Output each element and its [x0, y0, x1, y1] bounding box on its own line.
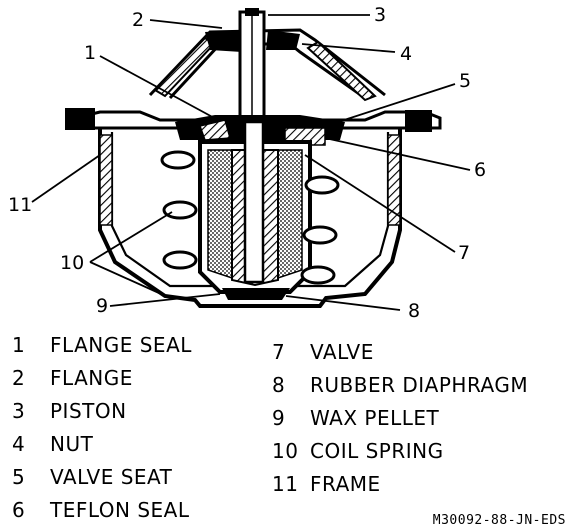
callout-4: 4 — [400, 43, 413, 65]
callout-2: 2 — [132, 9, 145, 31]
flange-piece — [205, 30, 242, 52]
upper-frame-left-arm — [153, 36, 216, 98]
callout-8: 8 — [408, 300, 421, 322]
legend-item-valve: 7 VALVE — [272, 340, 528, 373]
callout-7: 7 — [458, 242, 471, 264]
flange-seal — [199, 119, 231, 141]
legend-label: VALVE — [310, 340, 374, 364]
callout-11: 11 — [8, 194, 33, 216]
legend-label: NUT — [50, 432, 94, 456]
legend-label: COIL SPRING — [310, 439, 444, 463]
callout-6: 6 — [474, 159, 487, 181]
frame-right-wall — [387, 134, 401, 226]
right-flange-bolt — [405, 110, 432, 132]
legend-number: 1 — [12, 333, 26, 357]
legend-item-rubber-diaphragm: 8 RUBBER DIAPHRAGM — [272, 373, 528, 406]
legend-item-wax-pellet: 9 WAX PELLET — [272, 406, 528, 439]
legend-right-column: 7 VALVE 8 RUBBER DIAPHRAGM 9 WAX PELLET 10 C… — [272, 340, 528, 505]
legend-number: 7 — [272, 340, 286, 364]
legend-item-piston: 3 PISTON — [12, 399, 192, 432]
leader-9 — [109, 293, 221, 307]
callout-9: 9 — [96, 295, 109, 317]
piston — [238, 8, 266, 124]
frame-left-wall — [99, 134, 113, 226]
leader-10a — [89, 211, 173, 263]
leader-7 — [304, 154, 456, 253]
legend-item-valve-seat: 5 VALVE SEAT — [12, 465, 192, 498]
legend-label: FLANGE — [50, 366, 133, 390]
leader-4 — [301, 43, 396, 53]
legend-number: 11 — [272, 472, 299, 496]
legend-left-column: 1 FLANGE SEAL 2 FLANGE 3 PISTON 4 NUT 5 VALVE… — [12, 333, 192, 531]
legend-item-flange-seal: 1 FLANGE SEAL — [12, 333, 192, 366]
legend-item-frame: 11 FRAME — [272, 472, 528, 505]
leader-lines — [31, 14, 471, 311]
leader-10b — [89, 261, 171, 299]
legend-number: 4 — [12, 432, 26, 456]
legend-item-flange: 2 FLANGE — [12, 366, 192, 399]
legend-label: PISTON — [50, 399, 127, 423]
leader-2 — [149, 19, 223, 29]
legend-number: 5 — [12, 465, 26, 489]
legend-item-teflon-seal: 6 TEFLON SEAL — [12, 498, 192, 531]
coil-spring-left — [160, 150, 198, 270]
legend-number: 3 — [12, 399, 26, 423]
legend-item-coil-spring: 10 COIL SPRING — [272, 439, 528, 472]
left-flange-bolt — [65, 108, 95, 130]
frame-body — [98, 128, 402, 308]
legend-number: 2 — [12, 366, 26, 390]
nut-piece — [266, 30, 300, 50]
legend-number: 10 — [272, 439, 299, 463]
legend-label: WAX PELLET — [310, 406, 440, 430]
legend-number: 9 — [272, 406, 286, 430]
callout-5: 5 — [459, 70, 472, 92]
legend-label: FLANGE SEAL — [50, 333, 192, 357]
legend-label: TEFLON SEAL — [50, 498, 190, 522]
legend-label: RUBBER DIAPHRAGM — [310, 373, 529, 397]
leader-5 — [337, 83, 456, 123]
callout-10: 10 — [60, 252, 85, 274]
leader-6 — [324, 137, 471, 171]
figure-code: M30092-88-JN-EDS — [432, 513, 566, 528]
legend-label: FRAME — [310, 472, 381, 496]
valve-body — [198, 120, 312, 300]
legend-label: VALVE SEAT — [50, 465, 173, 489]
legend-number: 8 — [272, 373, 286, 397]
leader-1 — [99, 55, 219, 121]
coil-spring-right — [300, 175, 340, 285]
legend-item-nut: 4 NUT — [12, 432, 192, 465]
callout-3: 3 — [374, 4, 387, 26]
upper-frame-right-arm — [306, 40, 377, 102]
legend-number: 6 — [12, 498, 26, 522]
callout-1: 1 — [84, 42, 97, 64]
leader-11 — [31, 154, 101, 203]
leader-8 — [285, 295, 401, 311]
